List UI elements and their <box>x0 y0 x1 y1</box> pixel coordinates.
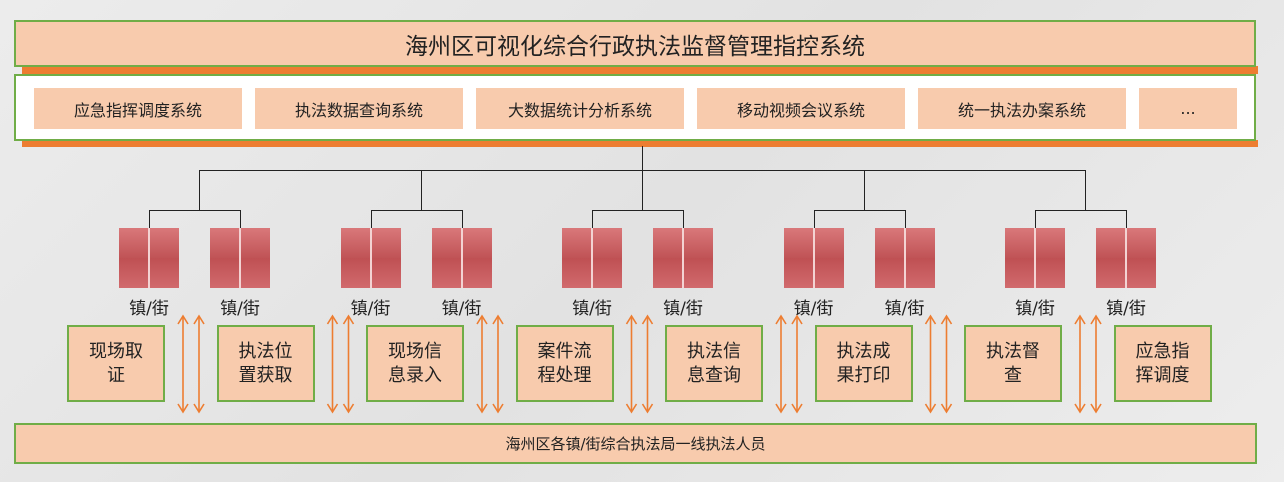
tree-leaf-line <box>683 210 684 228</box>
town-label: 镇/街 <box>1015 299 1055 319</box>
tree-group-branch <box>592 210 684 211</box>
tree-trunk <box>642 146 643 170</box>
town-label: 镇/街 <box>350 299 391 319</box>
subsystem-item: 执法数据查询系统 <box>255 88 463 129</box>
double-arrow-icon <box>1090 314 1102 414</box>
function-box: 执法信息查询 <box>665 325 763 402</box>
title-shadow <box>22 66 1258 74</box>
tree-leaf-line <box>904 210 906 228</box>
tree-leaf-line <box>370 210 372 228</box>
function-box: 执法成果打印 <box>814 325 913 402</box>
town-label: 镇/街 <box>129 299 169 319</box>
town-block-icon <box>119 228 179 288</box>
tree-group-stem <box>863 170 865 210</box>
town-block-icon <box>874 228 935 288</box>
tree-leaf-line <box>813 210 815 228</box>
tree-group-stem <box>420 170 422 210</box>
subsystem-item: ... <box>1139 88 1237 129</box>
double-arrow-icon <box>775 314 787 414</box>
town-block-icon <box>210 228 270 288</box>
tree-leaf-line <box>1035 210 1036 228</box>
tree-group-stem <box>199 170 200 210</box>
double-arrow-icon <box>1074 314 1086 414</box>
tree-leaf-line <box>149 210 150 228</box>
frontline-staff-bar: 海州区各镇/街综合执法局一线执法人员 <box>14 423 1257 464</box>
town-label: 镇/街 <box>884 299 925 319</box>
subsystem-item: 统一执法办案系统 <box>918 88 1126 129</box>
town-label: 镇/街 <box>572 299 612 319</box>
town-label: 镇/街 <box>793 299 834 319</box>
town-label: 镇/街 <box>220 299 260 319</box>
town-label: 镇/街 <box>441 299 482 319</box>
tree-group-branch <box>1035 210 1127 211</box>
double-arrow-icon <box>342 314 355 414</box>
system-title: 海州区可视化综合行政执法监督管理指控系统 <box>14 20 1256 67</box>
function-box: 案件流程处理 <box>515 325 614 402</box>
subsystem-item: 大数据统计分析系统 <box>476 88 684 129</box>
tree-leaf-line <box>1126 210 1127 228</box>
function-box: 执法位置获取 <box>216 325 315 402</box>
tree-group-stem <box>1085 170 1086 210</box>
function-box: 应急指挥调度 <box>1113 325 1212 402</box>
tree-group-branch <box>813 210 906 211</box>
tree-leaf-line <box>461 210 463 228</box>
tree-leaf-line <box>592 210 593 228</box>
town-label: 镇/街 <box>1106 299 1146 319</box>
double-arrow-icon <box>924 314 937 414</box>
double-arrow-icon <box>326 314 339 414</box>
double-arrow-icon <box>177 314 189 414</box>
tree-group-branch <box>149 210 241 211</box>
tree-group-stem <box>642 170 643 210</box>
subsystem-item: 移动视频会议系统 <box>697 88 905 129</box>
town-block-icon <box>783 228 844 288</box>
function-box: 现场信息录入 <box>366 325 464 402</box>
town-block-icon <box>653 228 713 288</box>
double-arrow-icon <box>492 314 504 414</box>
town-block-icon <box>431 228 492 288</box>
double-arrow-icon <box>791 314 803 414</box>
function-box: 现场取证 <box>67 325 165 402</box>
double-arrow-icon <box>625 314 638 414</box>
double-arrow-icon <box>476 314 488 414</box>
town-block-icon <box>1096 228 1156 288</box>
tree-leaf-line <box>240 210 241 228</box>
subsystem-item: 应急指挥调度系统 <box>34 88 242 129</box>
town-block-icon <box>562 228 622 288</box>
function-box: 执法督查 <box>964 325 1062 402</box>
town-block-icon <box>1005 228 1065 288</box>
double-arrow-icon <box>641 314 654 414</box>
town-label: 镇/街 <box>663 299 703 319</box>
tree-group-branch <box>370 210 463 211</box>
panel-shadow <box>22 140 1258 147</box>
town-block-icon <box>340 228 401 288</box>
double-arrow-icon <box>940 314 953 414</box>
double-arrow-icon <box>193 314 205 414</box>
